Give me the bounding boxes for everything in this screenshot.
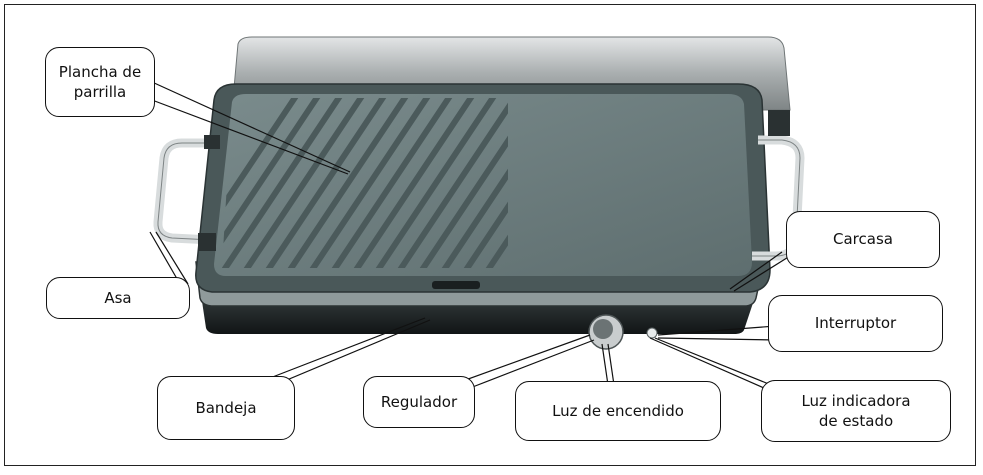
callout-bandeja: Bandeja [157,376,295,440]
callout-interruptor: Interruptor [768,295,943,352]
grill-plate-surface [214,94,752,276]
callout-plancha-de-parrilla: Plancha de parrilla [45,47,155,117]
callout-luz-indicadora-de-estado: Luz indicadora de estado [761,380,951,442]
leader-interruptor [657,325,777,336]
leader-luz-encendido [601,343,609,386]
callout-asa: Asa [46,277,190,319]
drain-slot [432,281,480,289]
callout-luz-de-encendido: Luz de encendido [515,381,721,441]
power-switch [646,327,658,339]
callout-carcasa: Carcasa [786,211,940,268]
leader-lines [149,81,791,396]
leader-luz-estado [649,337,781,396]
leader-carcasa [729,251,783,290]
grill-ribs [222,98,508,268]
leader-regulador [459,334,591,383]
leader-bandeja [269,317,426,379]
callout-regulador: Regulador [363,376,475,428]
leader-plancha [151,81,351,173]
leader-asa [149,231,181,285]
